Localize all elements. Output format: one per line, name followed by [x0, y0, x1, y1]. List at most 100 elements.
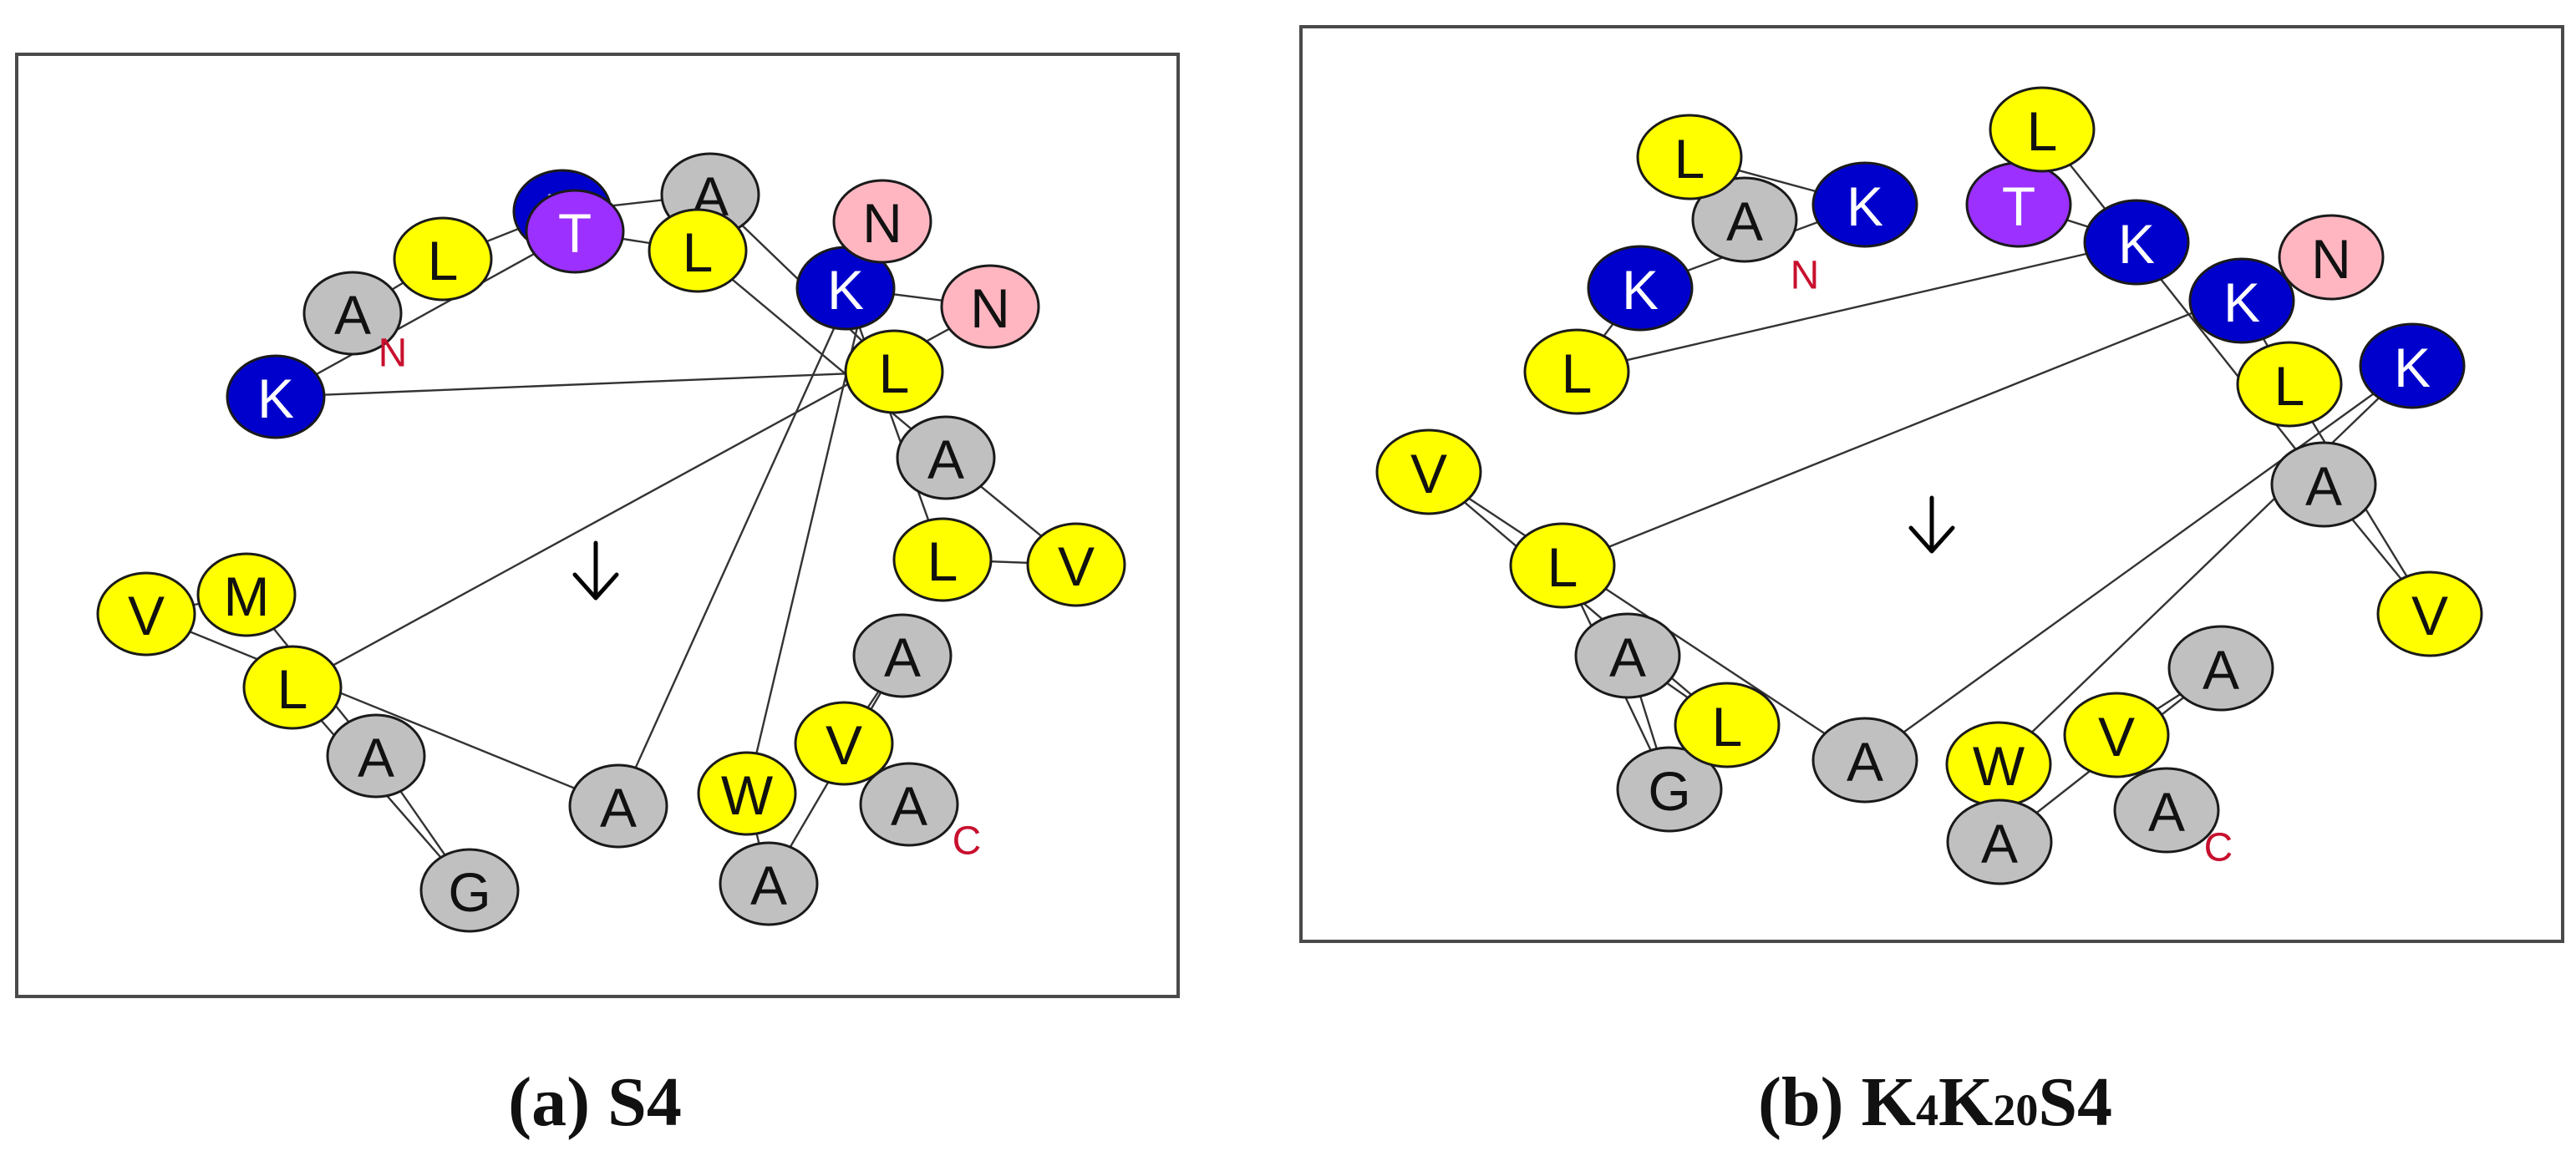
residue-circle [2278, 214, 2385, 301]
residue-letter: A [1726, 190, 1763, 252]
residue-letter: A [884, 626, 921, 688]
residue-letter: L [1712, 696, 1743, 758]
residue-node: V [1026, 522, 1126, 607]
helix-connection-line [1576, 241, 2137, 373]
residue-circle [1989, 86, 2096, 173]
residue-circle [302, 271, 403, 356]
residue-node: A [852, 613, 953, 698]
residue-node: A [896, 415, 996, 500]
helix-connection-line [145, 612, 619, 808]
residue-node: T [525, 189, 625, 274]
residue-node: A [302, 271, 403, 356]
residue-node: K [1811, 161, 1918, 248]
residue-node: L [1674, 682, 1781, 768]
residue-circle [1691, 176, 1798, 263]
residue-letter: K [2394, 337, 2431, 398]
residue-circle [648, 208, 748, 293]
residue-node: A [326, 713, 426, 799]
residue-letter: L [2274, 355, 2305, 417]
residue-circle [96, 571, 196, 657]
residue-circle [2270, 441, 2377, 528]
residue-node: N [940, 264, 1040, 349]
residue-letter: M [224, 565, 270, 627]
residue-node: K [226, 354, 326, 439]
residue-node: A [1946, 799, 2053, 885]
residue-circle [2188, 257, 2295, 344]
residue-node: L [1636, 114, 1743, 200]
residue-node: L [844, 329, 944, 414]
residue-letter: L [2027, 100, 2058, 162]
panel-a-caption: (a) S4 [508, 1063, 682, 1141]
residue-letter: V [2098, 706, 2135, 768]
residue-node: A [1811, 717, 1918, 804]
residue-letter: W [1973, 735, 2025, 797]
residue-node: L [892, 517, 993, 602]
residue-circle [419, 848, 520, 933]
residue-node: A [719, 841, 819, 926]
residue-letter: A [2203, 639, 2239, 701]
residue-circle [1574, 612, 1681, 699]
residue-node: K [2083, 199, 2190, 286]
residue-node: L [1509, 522, 1616, 609]
residue-letter: A [1609, 626, 1646, 688]
residue-circle [226, 354, 326, 439]
residue-letter: K [1847, 175, 1883, 237]
residue-letter: A [358, 727, 394, 788]
residue-node: V [1375, 428, 1482, 515]
residue-circle [1674, 682, 1781, 768]
residue-node: L [1523, 328, 1630, 415]
residue-letter: L [927, 530, 958, 592]
residue-circle [196, 552, 297, 637]
residue-node: G [419, 848, 520, 933]
residue-node: K [2359, 322, 2466, 409]
helix-connection-line [275, 370, 895, 398]
residue-letter: A [891, 775, 927, 837]
residue-circle [2063, 692, 2170, 778]
residue-circle [859, 762, 959, 847]
residue-letter: K [2118, 213, 2155, 275]
residue-node: A [568, 763, 668, 849]
panel-a-hydrophobic-moment-arrow [572, 540, 619, 601]
residue-letter: K [1622, 259, 1659, 321]
residue-letter: V [128, 585, 165, 646]
residue-node: A [1574, 612, 1681, 699]
residue-node: L [393, 216, 493, 302]
residue-letter: T [2002, 175, 2035, 237]
helix-connection-line [1998, 365, 2413, 765]
residue-letter: V [1058, 535, 1095, 597]
residue-letter: L [683, 221, 714, 283]
residue-node: G [1616, 746, 1723, 833]
residue-node: L [242, 645, 343, 730]
residue-node: N [832, 179, 932, 264]
residue-circle [697, 751, 797, 836]
residue-letter: L [1547, 536, 1578, 598]
residue-circle [2167, 625, 2274, 712]
residue-circle [2376, 570, 2483, 657]
residue-node: A [859, 762, 959, 847]
residue-node: N [2278, 214, 2385, 301]
residue-circle [568, 763, 668, 849]
residue-letter: L [277, 658, 308, 720]
residue-node: W [1945, 721, 2052, 808]
residue-letter: T [558, 202, 592, 264]
residue-circle [1616, 746, 1723, 833]
panel-a-c-terminus-label: C [953, 819, 982, 864]
panel-a-helical-wheel: ALKALKTLAVLKNLGAMVANWAAVA N C (a) S4 [15, 53, 1180, 1141]
residue-circle [1811, 717, 1918, 804]
panel-a-residues: ALKALKTLAVLKNLGAMVANWAAVA [96, 152, 1126, 933]
residue-circle [1375, 428, 1482, 515]
residue-circle [326, 713, 426, 799]
residue-node: T [1965, 161, 2072, 248]
residue-letter: W [721, 764, 774, 826]
residue-letter: G [448, 861, 490, 923]
residue-circle [1509, 522, 1616, 609]
residue-circle [2113, 767, 2220, 854]
residue-circle [1523, 328, 1630, 415]
residue-node: K [795, 246, 896, 331]
residue-letter: A [927, 428, 964, 490]
residue-letter: L [428, 230, 459, 292]
residue-node: K [2188, 257, 2295, 344]
residue-circle [852, 613, 953, 698]
residue-letter: L [879, 342, 910, 404]
